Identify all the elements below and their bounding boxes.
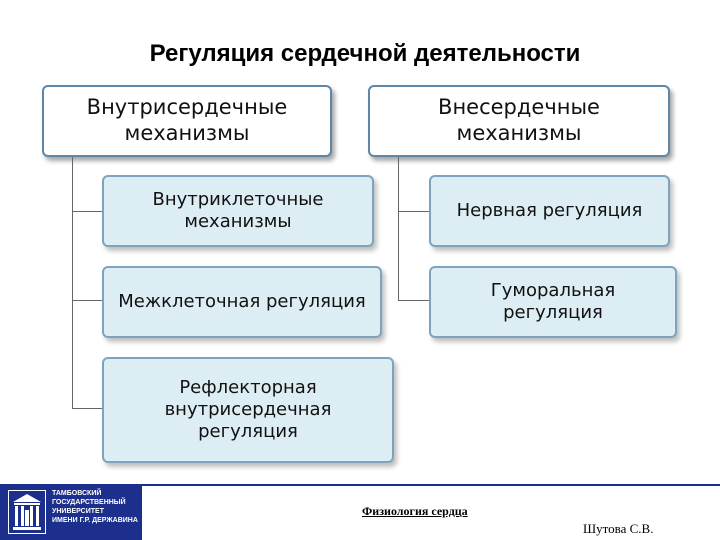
left-child-label-2: Межклеточная регуляция (118, 291, 366, 313)
right-header-label: Внесердечные механизмы (438, 95, 600, 145)
page-title: Регуляция сердечной деятельности (149, 40, 581, 67)
right-child-label-1: Нервная регуляция (456, 200, 643, 222)
left-child-box-1: Внутриклеточные механизмы (102, 175, 374, 247)
footer-panel (142, 486, 720, 540)
left-trunk-line (72, 157, 73, 409)
left-child-box-2: Межклеточная регуляция (102, 266, 382, 338)
right-child-label-2: Гуморальная регуляция (490, 280, 616, 323)
left-branch-line-2 (72, 300, 102, 301)
left-branch-line-3 (72, 408, 102, 409)
left-header-box: Внутрисердечные механизмы (42, 85, 332, 157)
author-name: Шутова С.В. (583, 521, 654, 536)
left-child-label-3: Рефлекторная внутрисердечная регуляция (164, 377, 332, 442)
right-child-box-1: Нервная регуляция (429, 175, 670, 247)
right-child-box-2: Гуморальная регуляция (429, 266, 677, 338)
left-branch-line-1 (72, 211, 102, 212)
right-header-box: Внесердечные механизмы (368, 85, 670, 157)
left-child-label-1: Внутриклеточные механизмы (152, 189, 324, 232)
right-branch-line-2 (398, 300, 429, 301)
university-name-line-3: УНИВЕРСИТЕТ (52, 508, 104, 515)
university-name-line-1: ТАМБОВСКИЙ (52, 490, 102, 497)
right-branch-line-1 (398, 211, 429, 212)
course-subject: Физиология сердца (362, 504, 468, 518)
university-name-line-4: ИМЕНИ Г.Р. ДЕРЖАВИНА (52, 517, 138, 524)
university-name-line-2: ГОСУДАРСТВЕННЫЙ (52, 499, 126, 506)
university-building-icon (8, 490, 46, 534)
right-trunk-line (398, 157, 399, 301)
left-header-label: Внутрисердечные механизмы (86, 95, 288, 145)
university-name: ТАМБОВСКИЙ ГОСУДАРСТВЕННЫЙ УНИВЕРСИТЕТ И… (52, 489, 142, 525)
left-child-box-3: Рефлекторная внутрисердечная регуляция (102, 357, 394, 463)
